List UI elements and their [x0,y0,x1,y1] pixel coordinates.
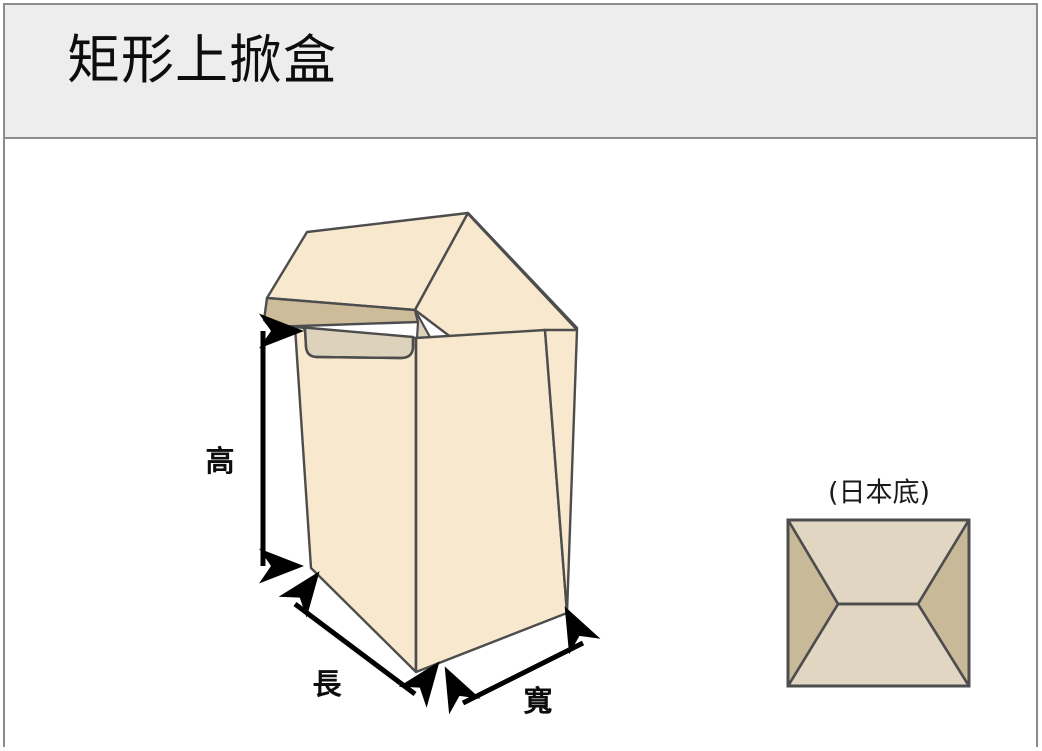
bottom-outer-rect [786,518,971,688]
width-dimension-arrow [444,606,601,715]
box-front-right-face [414,328,569,674]
box-notch-outline [303,325,415,360]
length-dimension-arrow [278,571,440,708]
length-dimension-label: 長 [312,667,342,701]
height-dimension-label: 高 [205,444,234,478]
box-illustration: 高 長 寬 (日本底) [205,211,971,718]
box-right-side-sliver [542,328,579,615]
page-title: 矩形上掀盒 [67,30,337,91]
diagram-canvas: 高 長 寬 (日本底) [5,141,1036,747]
header-bar: 矩形上掀盒 [5,5,1036,139]
page-frame: 矩形上掀盒 [3,3,1038,747]
box-inner-tuck-flap [296,325,415,360]
width-dimension-label: 寬 [523,684,552,718]
bottom-style-label: (日本底) [828,478,930,509]
